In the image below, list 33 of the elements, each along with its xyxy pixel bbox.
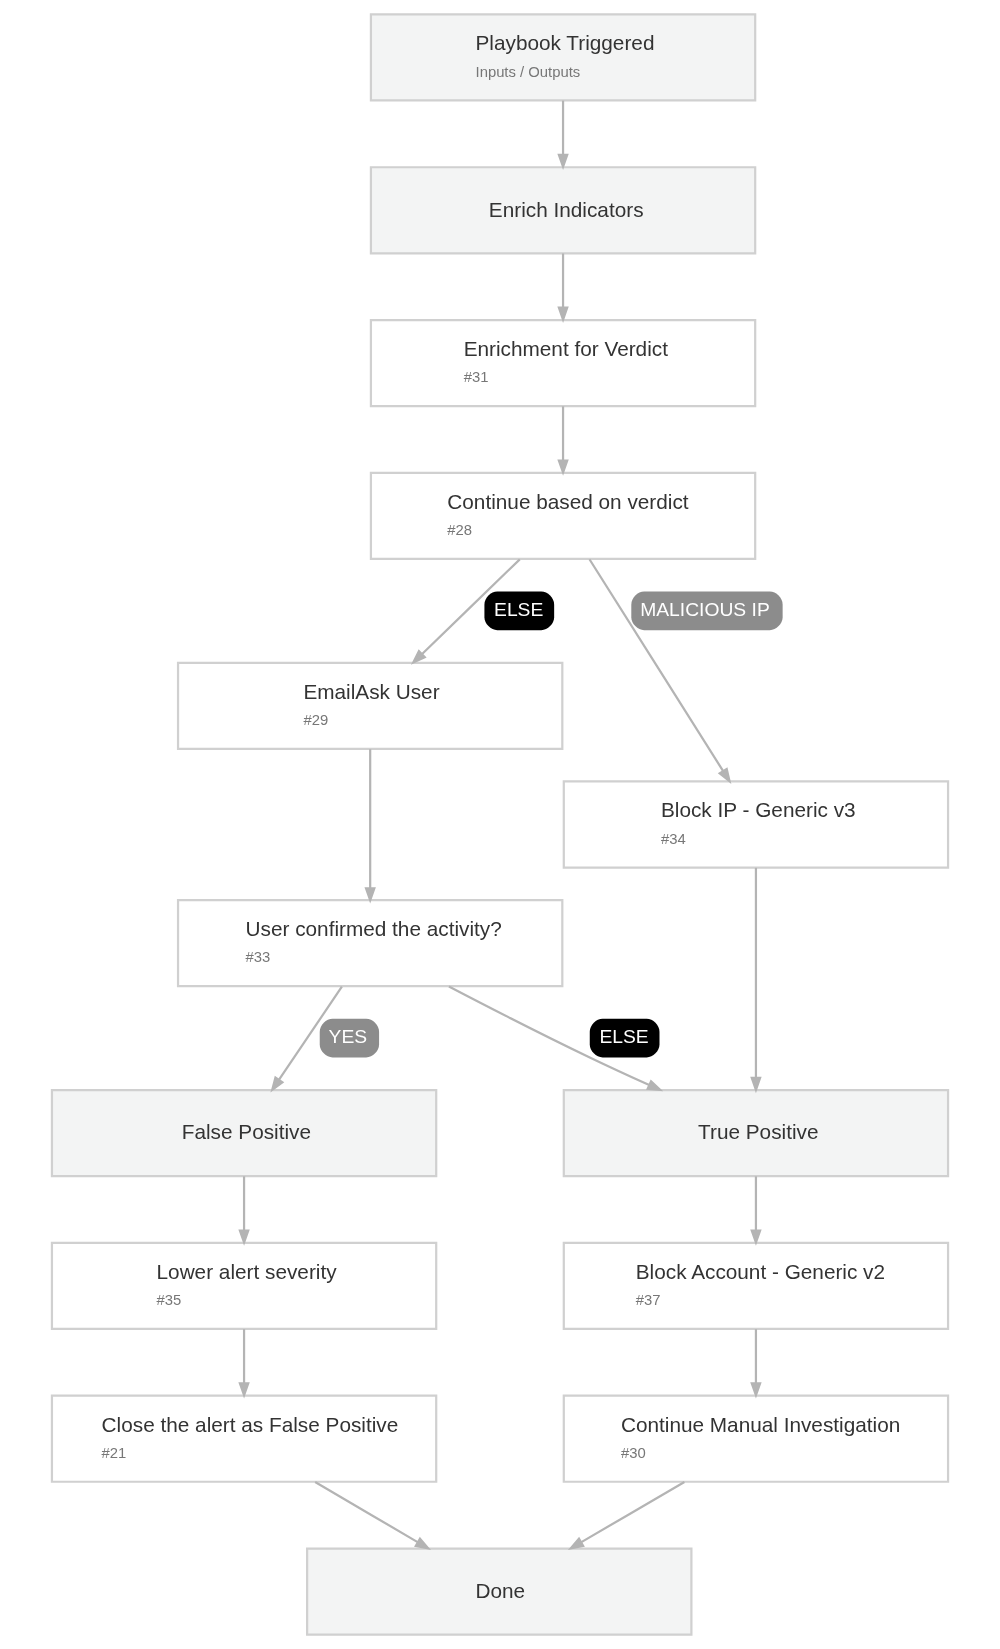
arrow — [557, 406, 569, 476]
arrow — [364, 749, 376, 904]
arrow — [448, 985, 664, 1092]
node-box: Continue based on verdict #28 — [369, 471, 757, 561]
node-box: Enrich Indicators — [369, 166, 757, 255]
node-box: User confirmed the activity? #33 — [176, 899, 564, 988]
node-box: True Positive — [562, 1088, 950, 1178]
arrow — [750, 1329, 762, 1399]
arrow — [410, 558, 521, 665]
arrow — [270, 986, 343, 1093]
node-box: False Positive — [50, 1088, 438, 1178]
arrow — [750, 867, 762, 1094]
node-box: Block Account - Generic v2 #37 — [562, 1241, 950, 1331]
node-box: Continue Manual Investigation #30 — [562, 1394, 950, 1483]
arrow — [567, 1481, 685, 1550]
arrow — [314, 1481, 432, 1550]
node-box: Lower alert severity #35 — [50, 1241, 438, 1331]
arrow — [557, 253, 569, 323]
arrow — [750, 1176, 762, 1246]
edge-label: MALICIOUS IP — [640, 598, 770, 620]
node-box: Block IP - Generic v3 #34 — [562, 780, 950, 869]
arrow — [238, 1329, 250, 1399]
node-box: Done — [306, 1547, 693, 1636]
edge-label: ELSE — [494, 598, 544, 620]
edge-label: ELSE — [599, 1026, 649, 1048]
node-box: Playbook Triggered Inputs / Outputs — [369, 13, 757, 102]
node-box: Close the alert as False Positive #21 — [50, 1394, 438, 1483]
node-box: EmailAsk User #29 — [176, 661, 564, 750]
arrow — [557, 100, 569, 171]
node-box: Enrichment for Verdict #31 — [369, 318, 757, 408]
edge-label: YES — [328, 1026, 368, 1048]
arrow — [588, 558, 732, 785]
arrow — [238, 1176, 250, 1246]
